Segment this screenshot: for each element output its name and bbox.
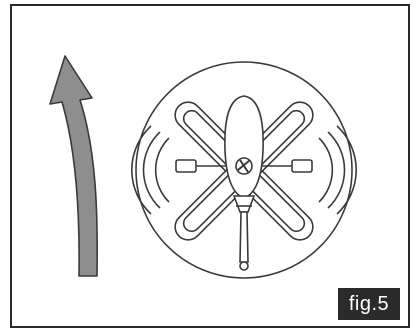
rotor-hub xyxy=(236,158,252,174)
helicopter-top-view-icon xyxy=(132,62,356,278)
curved-up-arrow-icon xyxy=(50,56,97,276)
